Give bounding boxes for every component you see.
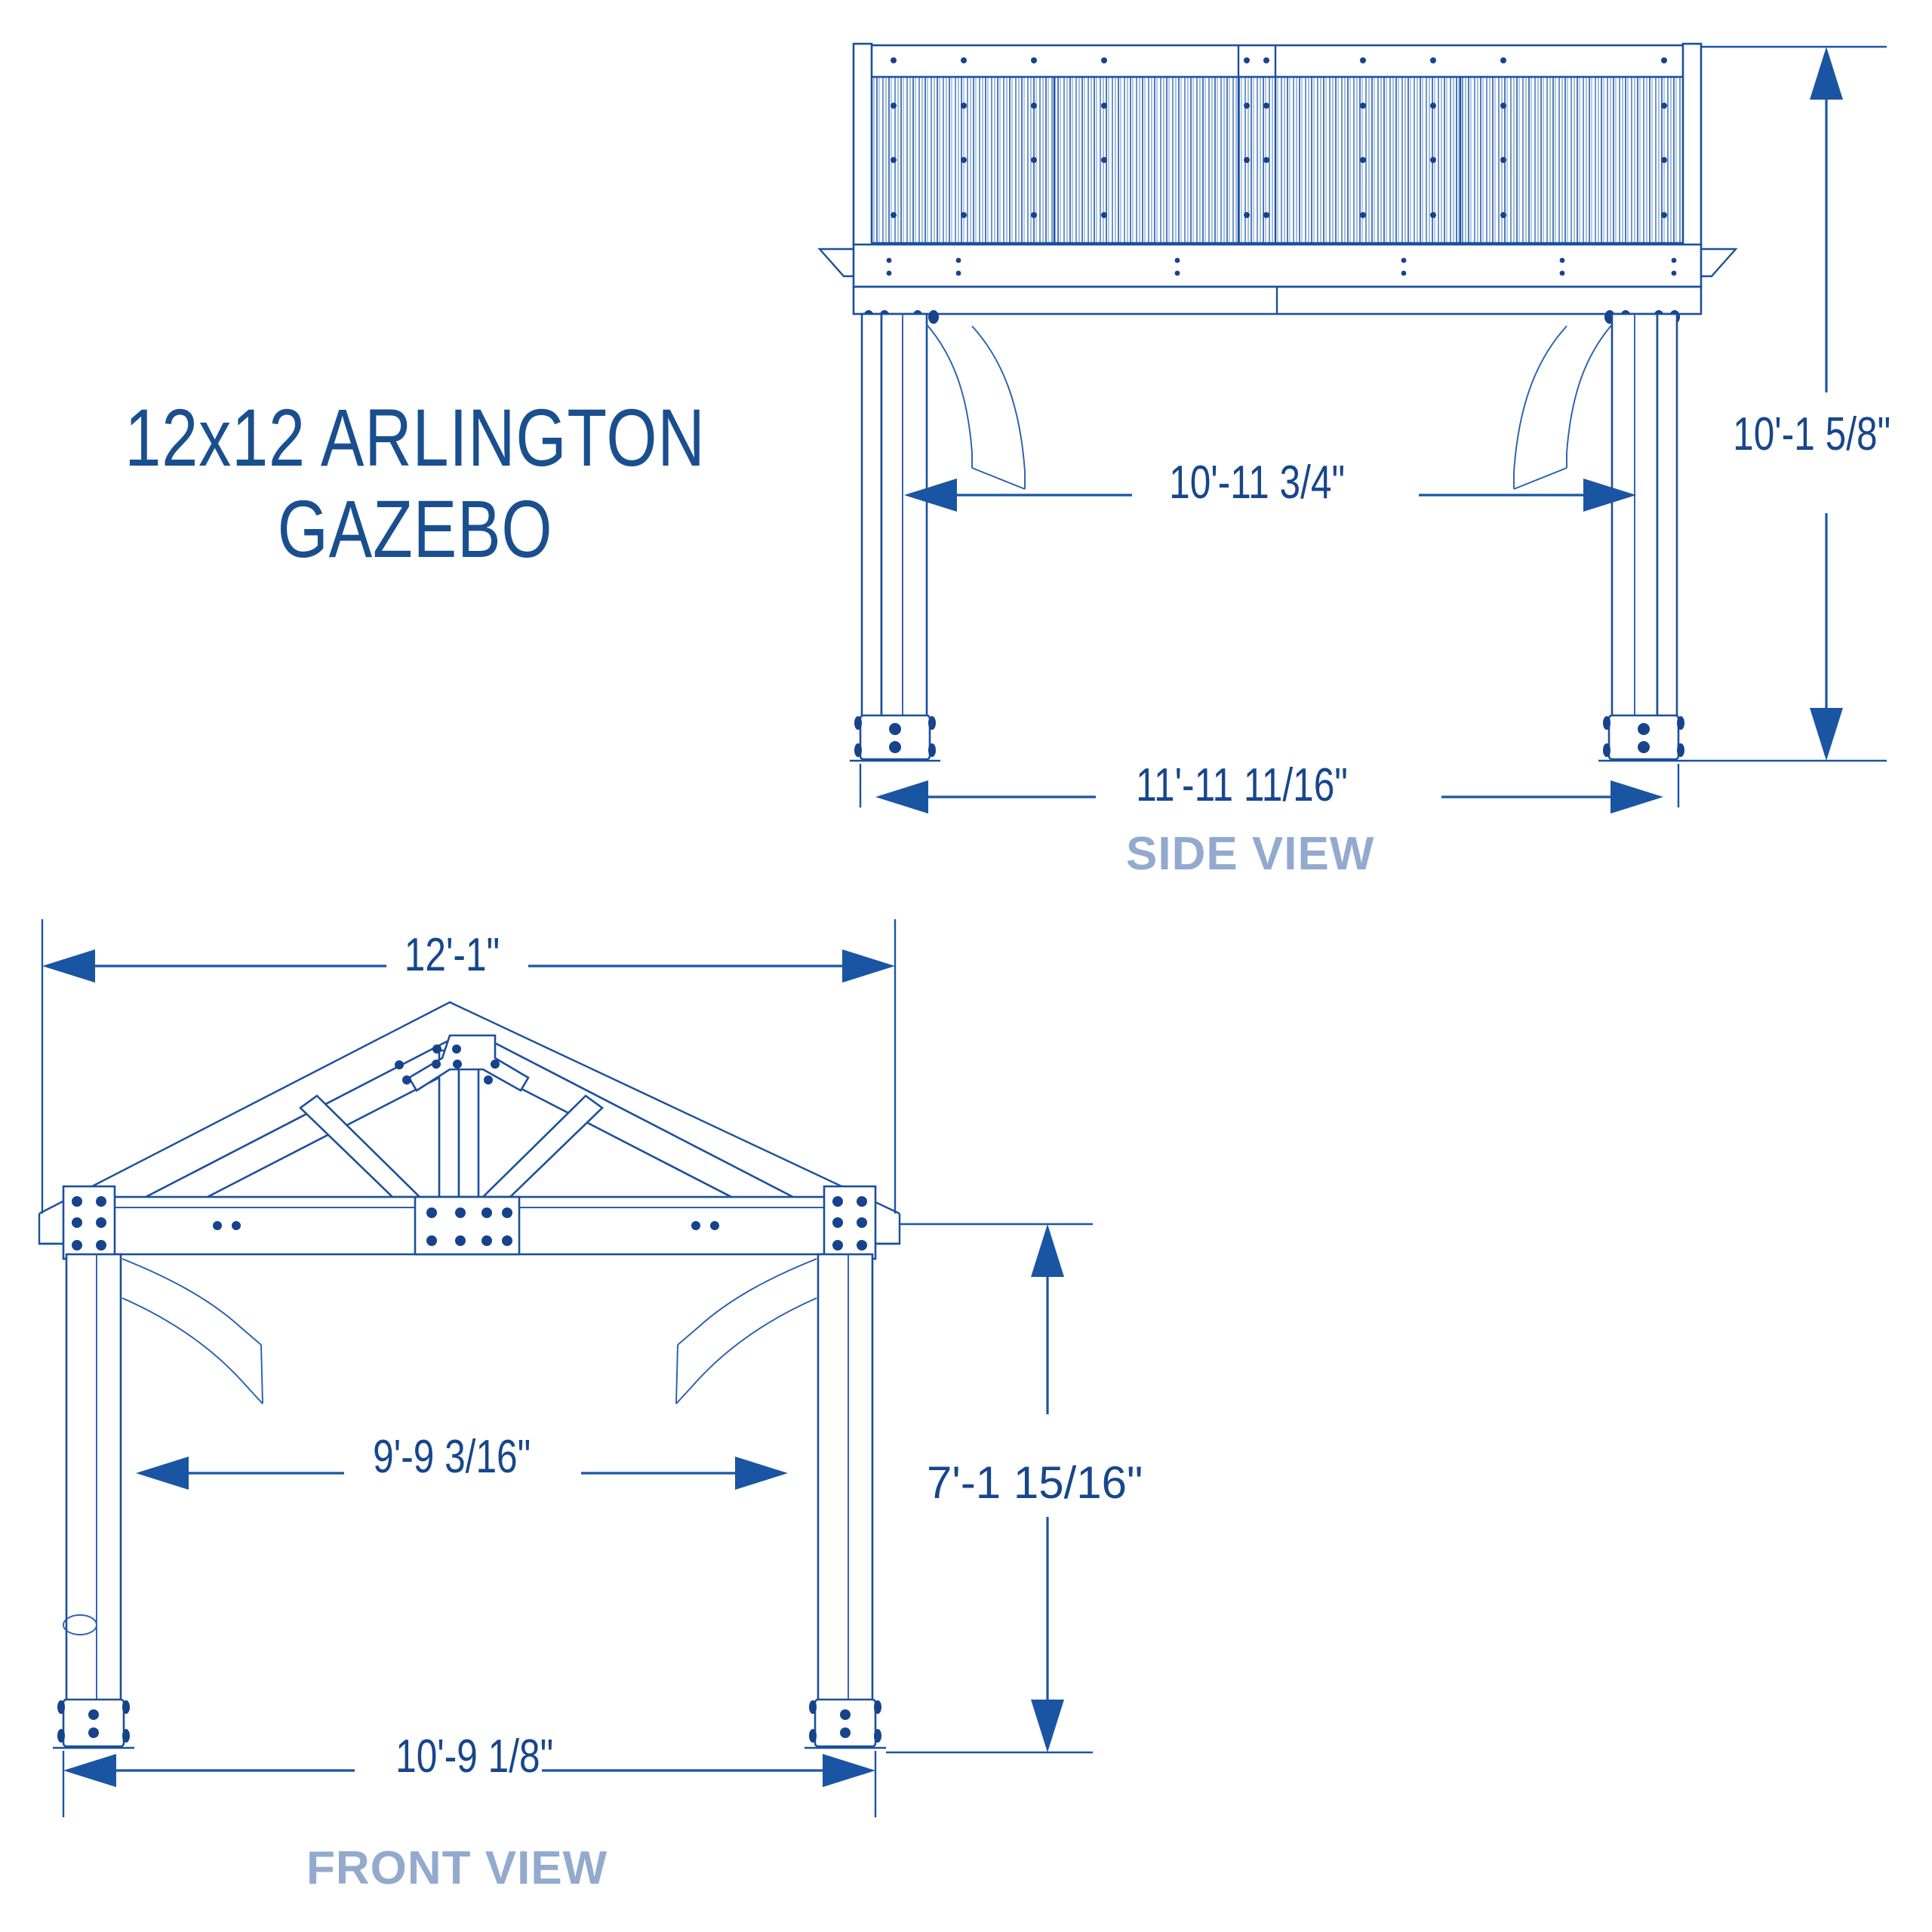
front-view-caption: FRONT VIEW (306, 1842, 608, 1894)
front-view-group (38, 919, 1093, 1817)
front-corner-braces (122, 1258, 817, 1404)
front-post-gusset-right (823, 1185, 877, 1260)
dim-label-front-inner-span: 9'-9 3/16" (373, 1431, 531, 1483)
dim-label-front-clear-height: 7'-1 15/16" (927, 1457, 1143, 1508)
dim-label-side-post-span: 11'-11 11/16" (1136, 759, 1348, 811)
page-title: 12x12 ARLINGTON GAZEBO (107, 392, 723, 575)
front-truss-webs (298, 1049, 605, 1198)
dim-side-height (1689, 45, 1887, 762)
side-eave-beam (817, 243, 1738, 324)
side-corner-braces (926, 324, 1613, 490)
front-peak-gusset (395, 1034, 530, 1092)
side-view-group (817, 42, 1887, 814)
side-view-caption: SIDE VIEW (1126, 828, 1375, 880)
dim-label-side-beam-span: 10'-11 3/4" (1169, 457, 1346, 509)
dim-side-post-span (859, 764, 1680, 814)
front-posts (63, 1253, 874, 1716)
front-post-base-left (53, 1698, 134, 1749)
title-line-1: 12x12 ARLINGTON (125, 392, 706, 483)
front-center-gusset (414, 1195, 521, 1256)
side-post-base-left (850, 714, 940, 762)
dim-label-front-post-span: 10'-9 1/8" (395, 1730, 554, 1783)
side-posts (860, 312, 1678, 723)
dim-label-front-roof-width: 12'-1" (404, 929, 500, 981)
title-line-2: GAZEBO (277, 482, 553, 574)
front-post-base-right (804, 1698, 886, 1749)
roof-fastener-dots (891, 57, 1667, 218)
dim-front-clear-height (886, 1223, 1093, 1754)
dim-front-roof-width (41, 919, 897, 1214)
dim-front-post-span (62, 1751, 877, 1817)
side-post-base-right (1598, 714, 1689, 762)
side-roof-panel (852, 42, 1703, 248)
dim-front-inner-span (136, 1457, 788, 1490)
front-post-gusset-left (62, 1185, 116, 1260)
dim-side-beam-span (904, 478, 1636, 512)
dim-label-side-height: 10'-1 5/8" (1733, 408, 1891, 460)
